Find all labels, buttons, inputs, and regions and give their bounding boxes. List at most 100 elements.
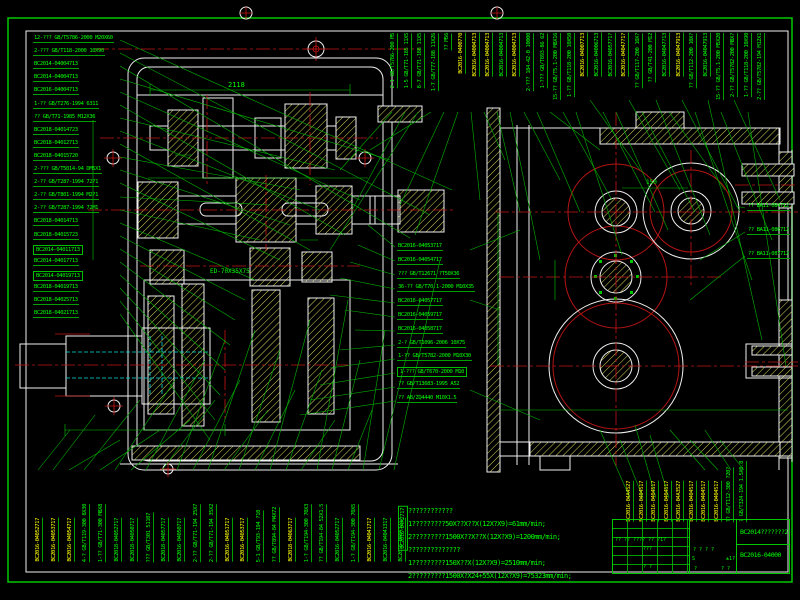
part-label: BC2018-04014713 bbox=[33, 218, 79, 227]
right-view bbox=[486, 107, 795, 473]
note-line: 1?????????50X??X??X(12X?X9)=61mm/min; bbox=[408, 520, 546, 528]
technical-notes: ???????????? 1?????????50X??X??X(12X?X9)… bbox=[408, 505, 633, 583]
part-label: ??? GB/T12671 ?T50X36 bbox=[397, 270, 461, 279]
part-label: BC2014-04004713 bbox=[33, 61, 79, 70]
part-label: ?? BA11-086712 bbox=[747, 227, 790, 235]
revision-row-text: ? ? bbox=[643, 564, 653, 570]
approval-cell: ? ? bbox=[720, 566, 730, 572]
part-label: 4-? GB/T119-300 8X30 bbox=[82, 503, 91, 562]
part-label: BC2018-04057717 bbox=[161, 518, 170, 562]
drawing-codes: BC2014???????2 BC2016-04000 bbox=[737, 520, 789, 573]
part-label: 2-1 GB/T5786-200 M5 bbox=[390, 33, 398, 89]
part-label: BC2014-04011713 bbox=[33, 244, 83, 255]
part-label: BC2016-0404517 bbox=[688, 481, 697, 522]
part-label: BC2016-04051717 bbox=[224, 518, 233, 562]
part-label: 1-7 GB/T77-188 11X26 bbox=[430, 33, 439, 92]
part-label: ??? GB/T301 51107 bbox=[145, 512, 154, 562]
part-label: BC2016-04057?1? bbox=[607, 33, 616, 77]
part-label: ?? BA11-087712 bbox=[747, 251, 790, 259]
part-label: BC2016-04006713 bbox=[594, 33, 602, 77]
part-label: 5-1 GB/T93-194 ?10 bbox=[256, 509, 265, 562]
part-label: 1-??? GB/T670-2000 M10 bbox=[397, 367, 468, 378]
part-label: BC2018-04021713 bbox=[33, 310, 79, 319]
title-block: ?? ?? ???? ?? ?1? ??? ? ? ? ? ? ? S ±1? … bbox=[612, 519, 790, 574]
part-label: BC2014-04004713 bbox=[33, 74, 79, 83]
part-label: 2-?? GB/T5782-200 M8X? bbox=[730, 33, 738, 98]
part-label: ?? GB/T41-200 M12 bbox=[648, 33, 657, 83]
part-label: BC2018-04015720 bbox=[33, 152, 79, 161]
part-label: BC2018-04063717 bbox=[287, 518, 296, 562]
part-label: BC2018-04052717 bbox=[114, 518, 122, 562]
part-label: BC2016-04047913 bbox=[702, 33, 711, 77]
part-label: BC2016-04004713 bbox=[485, 33, 494, 77]
part-label: 1-?? GB/T118-200 10X50 bbox=[566, 33, 575, 98]
part-label: BC2016-04007713 bbox=[580, 33, 589, 77]
approval-header: ? ? ? ? bbox=[693, 547, 715, 553]
part-label: 1-? GB/T194-300 70X5 bbox=[351, 503, 359, 562]
part-label: ?? BA11-084712 bbox=[747, 203, 790, 211]
part-label: BC2016-04041317 bbox=[382, 518, 391, 562]
part-label: BC2016-04047?1? bbox=[621, 33, 630, 77]
part-label: BC2016-0404517 bbox=[701, 481, 709, 522]
part-label: 1-5 GB/T71-185 11X5 bbox=[403, 33, 412, 89]
part-label: BC2016-04058717 bbox=[397, 325, 443, 334]
part-label: 2-?? GB/T5782-194 M12X1 bbox=[757, 33, 766, 100]
part-label: BC2016-0404517 bbox=[713, 481, 722, 522]
part-label: ?? M56 bbox=[444, 33, 453, 51]
part-label: ?? GB/T194-84 52X1.5 bbox=[319, 503, 328, 562]
part-label: 1-? GB/T194-300 70X3 bbox=[303, 503, 312, 562]
part-label: ?? GB/T112-300 ?20? bbox=[726, 466, 734, 522]
part-label: BC2016-04004713 bbox=[471, 33, 480, 77]
part-label: BC2016-04A3527 bbox=[676, 481, 684, 522]
part-label: 2-??? GB/T118-2000 10X90 bbox=[33, 48, 105, 57]
part-label: 36-?? GB/T70.1-2000 M10X35 bbox=[397, 284, 475, 293]
part-label: BC2014-04019713 bbox=[33, 270, 83, 281]
part-label: 2-??? 184-42-0 10000 bbox=[526, 33, 534, 92]
part-label: BC2016-04054717 bbox=[66, 518, 75, 562]
notes-side-label: BC2016-04A2717 bbox=[398, 506, 408, 551]
part-label: 15-?? GB/T5.1-200 M8X16 bbox=[553, 33, 562, 100]
part-label: 15-?? GB/T5.1-200 M5X20 bbox=[716, 33, 725, 100]
part-label: 1-?? GB/T118-200 10X90 bbox=[743, 33, 752, 98]
part-label: BC2016-0404517 bbox=[663, 481, 672, 522]
part-label: 2-? GB/T1096-2006 10X75 bbox=[397, 339, 466, 348]
part-label: 2-??? GB/T5014-94 DM5X1 bbox=[33, 166, 102, 174]
note-line: ???????????? bbox=[408, 507, 453, 515]
dimensions: 2118 ED-70X35X75 150 bbox=[64, 81, 788, 436]
part-label: 2-?? GB/T801-1994 M2?1 bbox=[33, 192, 100, 201]
note-line: 2?????????1500X??X??X(12X?X9)=1200mm/min… bbox=[408, 533, 561, 541]
part-label: ?? GB/T112-200 10X? bbox=[689, 33, 698, 89]
divider bbox=[737, 544, 789, 545]
part-label: 2-?? GB/T71-194 35X2 bbox=[208, 503, 217, 562]
part-label: ?? GB/T71-1985 M12X36 bbox=[33, 113, 97, 122]
part-label: ? GB/T324-194 1.5X0.8 bbox=[738, 460, 747, 522]
part-label: BC2016-04054717 bbox=[397, 256, 443, 265]
part-label: BC2016-04052717 bbox=[335, 518, 344, 562]
part-label: BC2016-0404517 bbox=[651, 481, 659, 522]
revision-row-text: ??? bbox=[643, 546, 653, 552]
part-label: 8-7 GB/T71-188 11X5 bbox=[417, 33, 426, 89]
part-label: BC2018-04015723 bbox=[33, 231, 79, 240]
section-marks bbox=[95, 6, 504, 61]
part-label: BC2016-04047913 bbox=[675, 33, 684, 77]
part-label: BC2016-04050717 bbox=[177, 518, 186, 562]
part-label: ?? GB/T13683-1995 A52 bbox=[397, 381, 461, 389]
part-label: 2-?? GB/T287-1994 72?1 bbox=[33, 179, 100, 188]
part-label: 1-?? GB/T276-1994 6311 bbox=[33, 100, 100, 109]
note-line: 1?????????150X??X(12X?X9)=2510mm/min; bbox=[408, 559, 546, 567]
part-label: BC2018-04050717 bbox=[129, 518, 138, 562]
note-line: 2?????????1500X?X24+55X(12X?X9)=75323mm/… bbox=[408, 572, 572, 580]
part-label: 2-?? GB/T71-194 25X7 bbox=[193, 503, 201, 562]
revision-grid: ?? ?? ???? ?? ?1? ??? ? ? bbox=[613, 520, 690, 573]
part-label: BC2016-04004713 bbox=[512, 33, 521, 77]
part-label: BC2014-04017713 bbox=[33, 257, 79, 266]
part-label: ?? AB/ZQ4440 M10X1.5 bbox=[397, 394, 458, 403]
part-label: BC2016-04007?0 bbox=[458, 33, 466, 74]
part-label: BC2016-04059717 bbox=[397, 312, 443, 320]
centerlines bbox=[15, 92, 798, 466]
part-label: BC2018-04014723 bbox=[33, 126, 79, 135]
part-label: ?? GB/T894-84 M4X72 bbox=[272, 506, 280, 562]
part-label: BC2016-04053717 bbox=[240, 518, 249, 562]
dim-text: 150 bbox=[646, 179, 657, 186]
